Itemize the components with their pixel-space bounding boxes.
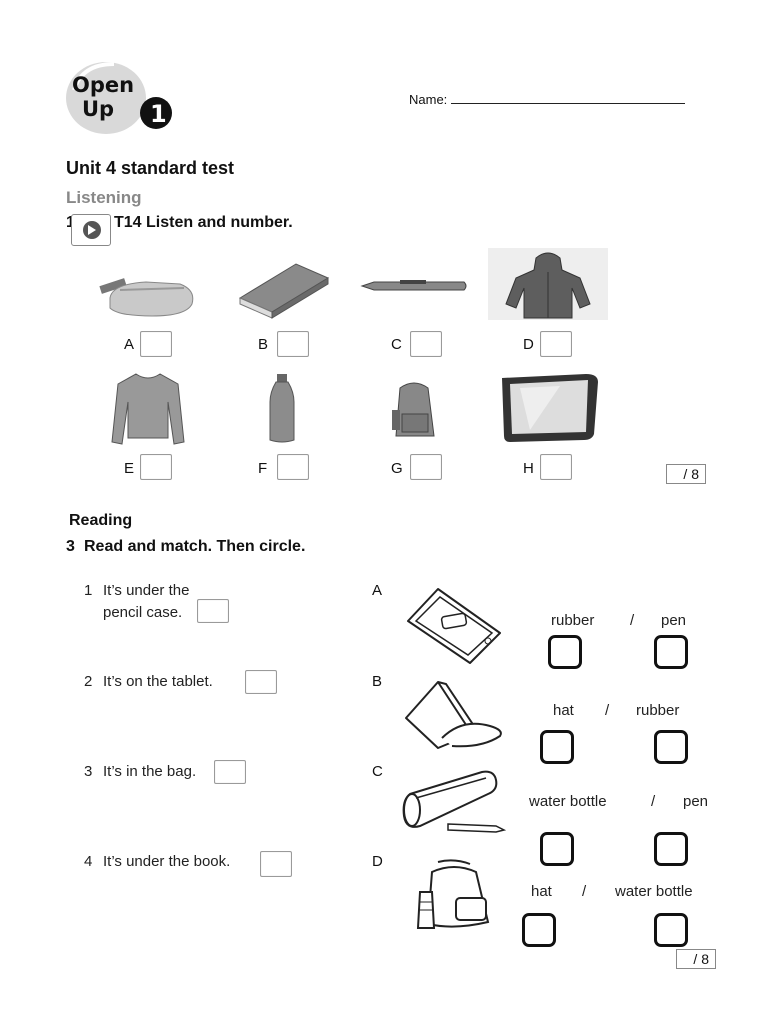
- match-box-2[interactable]: [245, 670, 277, 694]
- listening-heading: Listening: [66, 188, 142, 207]
- option-d-1: hat: [531, 883, 552, 900]
- pencil-case-icon: [99, 278, 194, 317]
- match-box-3[interactable]: [214, 760, 246, 784]
- sentence-4-number: 4: [84, 853, 93, 870]
- logo-text-up: Up: [82, 97, 114, 121]
- open-up-logo: Open Up 1: [66, 62, 172, 134]
- item-letter-b: B: [258, 336, 269, 353]
- tick-box-d-2[interactable]: [654, 913, 688, 947]
- sentence-4-text: It’s under the book.: [103, 853, 231, 870]
- match-box-1[interactable]: [197, 599, 229, 623]
- audio-play-button[interactable]: [71, 214, 111, 246]
- tick-box-a-2[interactable]: [654, 635, 688, 669]
- tick-box-a-1[interactable]: [548, 635, 582, 669]
- tick-box-d-1[interactable]: [522, 913, 556, 947]
- page-title: Unit 4 standard test: [66, 158, 235, 178]
- sentence-2-number: 2: [84, 673, 93, 690]
- option-b-1: hat: [553, 702, 574, 719]
- picture-letter-d: D: [372, 853, 383, 870]
- sentence-1-line1: It’s under the: [103, 582, 190, 599]
- name-blank[interactable]: [451, 92, 686, 104]
- tick-box-c-2[interactable]: [654, 832, 688, 866]
- answer-box-f[interactable]: [277, 454, 309, 480]
- name-field[interactable]: Name:: [409, 92, 686, 107]
- answer-box-h[interactable]: [540, 454, 572, 480]
- backpack-icon: [392, 382, 435, 437]
- listening-instruction: T14 Listen and number.: [114, 214, 293, 231]
- tablet-with-rubber-icon: [407, 588, 501, 664]
- option-a-2: pen: [661, 612, 687, 629]
- logo-number: 1: [150, 100, 167, 128]
- item-letter-f: F: [258, 460, 268, 477]
- picture-letter-b: B: [372, 673, 383, 690]
- sentence-3-number: 3: [84, 763, 93, 780]
- option-a-1: rubber: [551, 612, 595, 629]
- pencil-case-with-pen-icon: [402, 770, 507, 833]
- option-d-slash: /: [582, 883, 587, 900]
- option-b-2: rubber: [636, 702, 680, 719]
- logo-text-open: Open: [72, 73, 134, 97]
- sentence-3-text: It’s in the bag.: [103, 763, 197, 780]
- pen-icon: [360, 280, 467, 291]
- tick-box-b-2[interactable]: [654, 730, 688, 764]
- answer-box-d[interactable]: [540, 331, 572, 357]
- reading-exercise-number: 3: [66, 538, 75, 555]
- answer-box-e[interactable]: [140, 454, 172, 480]
- item-letter-c: C: [391, 336, 402, 353]
- answer-box-b[interactable]: [277, 331, 309, 357]
- sentence-1-number: 1: [84, 582, 93, 599]
- listening-exercise-number: 1: [66, 214, 75, 232]
- sentence-2-text: It’s on the tablet.: [103, 673, 213, 690]
- answer-box-a[interactable]: [140, 331, 172, 357]
- picture-letter-c: C: [372, 763, 383, 780]
- option-c-slash: /: [651, 793, 656, 810]
- speaker-icon: [83, 221, 101, 239]
- option-d-2: water bottle: [615, 883, 693, 900]
- option-a-slash: /: [630, 612, 635, 629]
- listening-score-box[interactable]: / 8: [666, 464, 706, 484]
- item-letter-d: D: [523, 336, 534, 353]
- option-c-1: water bottle: [529, 793, 607, 810]
- backpack-with-bottle-icon: [416, 859, 490, 929]
- reading-instruction: Read and match. Then circle.: [84, 538, 306, 555]
- book-over-hat-icon: [405, 681, 502, 749]
- name-label: Name:: [409, 92, 448, 107]
- tick-box-c-1[interactable]: [540, 832, 574, 866]
- match-box-4[interactable]: [260, 851, 292, 877]
- coat-icon: [488, 248, 608, 320]
- option-b-slash: /: [605, 702, 610, 719]
- water-bottle-icon: [269, 374, 295, 443]
- tick-box-b-1[interactable]: [540, 730, 574, 764]
- item-letter-e: E: [124, 460, 135, 477]
- answer-box-c[interactable]: [410, 331, 442, 357]
- book-icon: [238, 263, 330, 319]
- tablet-icon: [502, 374, 598, 442]
- option-c-2: pen: [683, 793, 709, 810]
- item-letter-a: A: [124, 336, 135, 353]
- jumper-icon: [111, 373, 185, 445]
- answer-box-g[interactable]: [410, 454, 442, 480]
- item-letter-g: G: [391, 460, 403, 477]
- reading-score-box[interactable]: / 8: [676, 949, 716, 969]
- item-letter-h: H: [523, 460, 534, 477]
- reading-heading: Reading: [69, 512, 133, 529]
- picture-letter-a: A: [372, 582, 383, 599]
- sentence-1-line2: pencil case.: [103, 604, 183, 621]
